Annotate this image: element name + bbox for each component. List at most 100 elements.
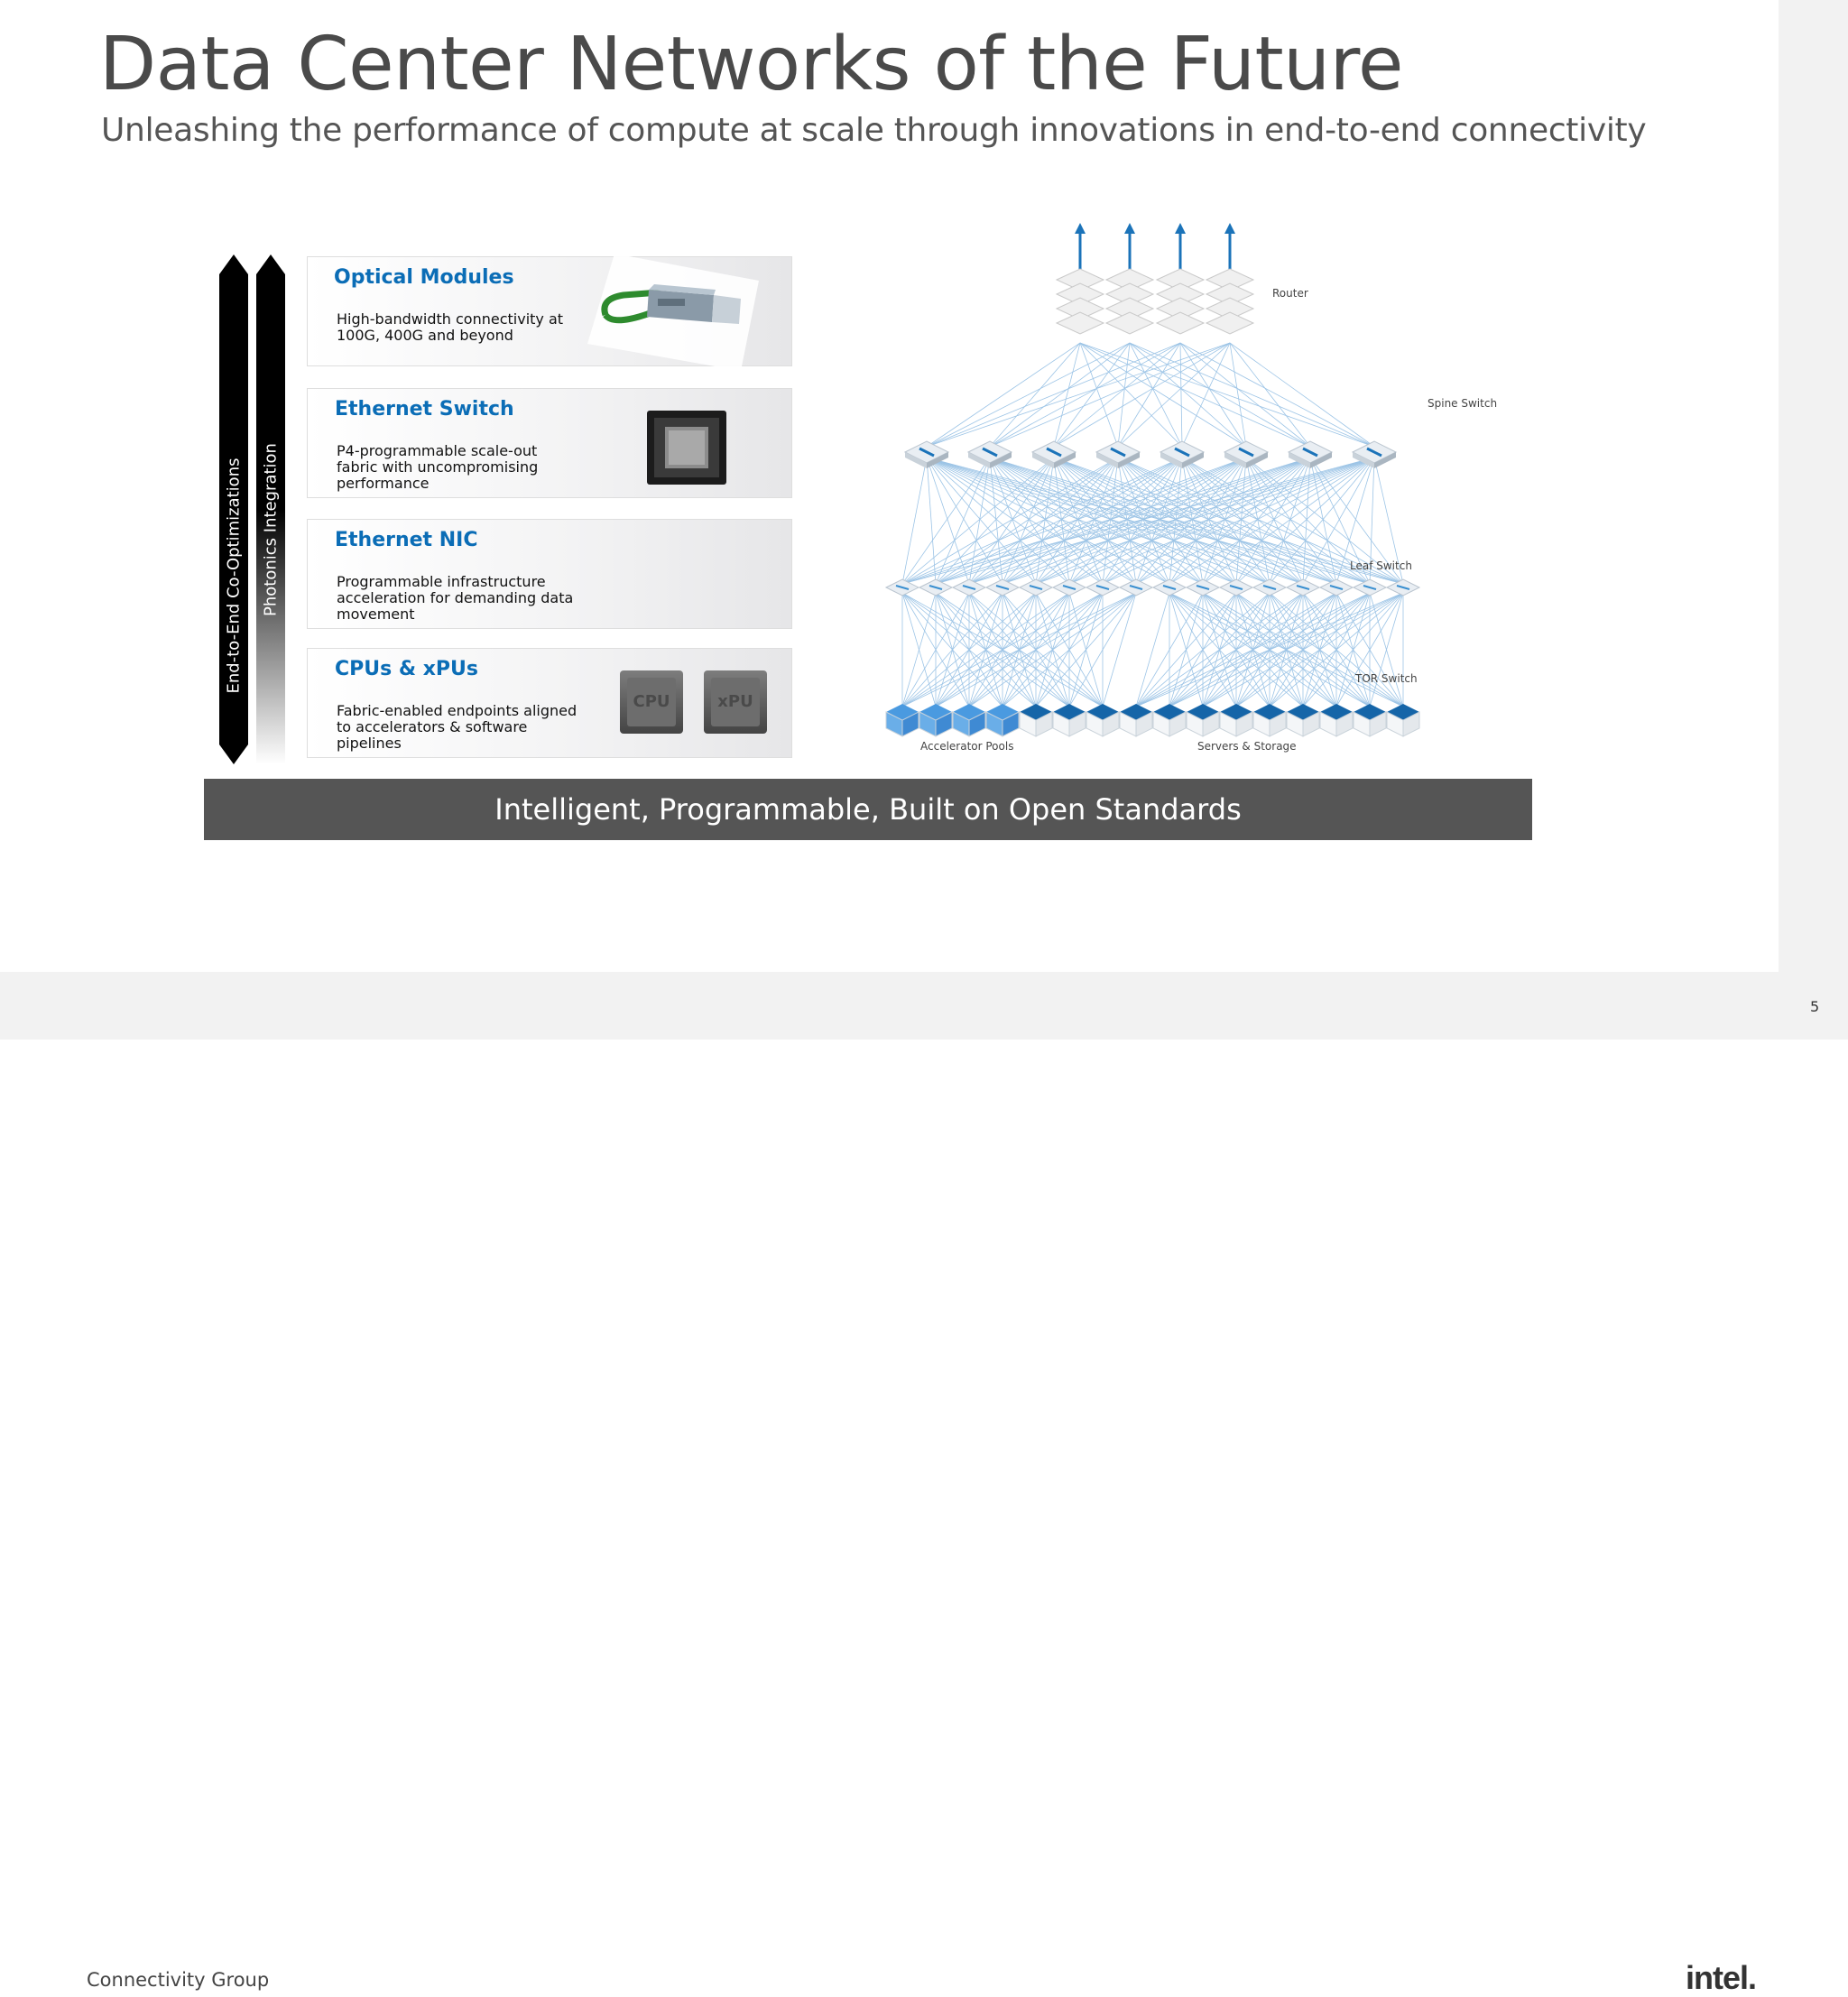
spine-switch-side	[1224, 452, 1246, 468]
spine-switch-arrow	[1110, 447, 1126, 458]
co-optimization-bar: End-to-End Co-Optimizations	[219, 254, 248, 764]
link-lines	[901, 342, 1404, 707]
spine-switch-side	[1289, 452, 1310, 468]
spine-switch-side	[1310, 452, 1332, 468]
spine-switch-arrow	[1238, 447, 1254, 458]
card-ethernet-switch: Ethernet Switch P4-programmable scale-ou…	[307, 388, 792, 498]
rack-side	[1102, 711, 1120, 737]
leaf-switch-mark	[1396, 585, 1410, 590]
spine-switch-side	[968, 452, 990, 468]
xpu-chip-label: xPU	[711, 678, 760, 726]
card-description: Programmable infrastructure acceleration…	[337, 573, 574, 623]
photonics-bar: Photonics Integration	[256, 254, 285, 764]
leaf-switch-mark	[1196, 585, 1210, 590]
rack-side	[1169, 711, 1187, 737]
rack-side	[1035, 711, 1053, 737]
tor-switch-label: TOR Switch	[1355, 672, 1418, 685]
spine-switch-arrow	[1174, 447, 1190, 458]
spine-switch-side	[990, 452, 1012, 468]
leaf-switch-mark	[1262, 585, 1277, 590]
switch-chip-icon	[647, 411, 726, 485]
optical-module-icon	[587, 254, 759, 371]
spine-switch-side	[1353, 452, 1374, 468]
spine-switch-side	[1096, 452, 1118, 468]
card-title: Ethernet Switch	[335, 398, 514, 421]
page-number: 5	[1810, 998, 1820, 1015]
spine-switch-arrow	[1302, 447, 1318, 458]
spine-switch-label: Spine Switch	[1428, 397, 1498, 410]
uplink-arrow-head	[1175, 223, 1186, 234]
rack-side	[901, 711, 919, 737]
rack-side	[1235, 711, 1253, 737]
router-node	[1055, 311, 1105, 335]
cpu-chip-label: CPU	[627, 678, 676, 726]
spine-switch-side	[1374, 452, 1396, 468]
servers-storage-label: Servers & Storage	[1197, 740, 1297, 753]
spine-switch-arrow	[982, 447, 998, 458]
rack-side	[1002, 711, 1020, 737]
cpu-chip-icon: CPU	[620, 670, 683, 734]
leaf-switch-mark	[995, 585, 1010, 590]
leaf-switch-mark	[895, 585, 910, 590]
uplink-arrow-head	[1124, 223, 1135, 234]
rack-side	[1335, 711, 1354, 737]
leaf-switch-mark	[962, 585, 976, 590]
leaf-switch-mark	[929, 585, 943, 590]
slide: Data Center Networks of the Future Unlea…	[0, 0, 1779, 972]
spine-switch-side	[1032, 452, 1054, 468]
card-cpus-xpus: CPUs & xPUs Fabric-enabled endpoints ali…	[307, 648, 792, 758]
leaf-switch-mark	[1329, 585, 1344, 590]
network-topology-graphic	[884, 223, 1421, 737]
page-subtitle: Unleashing the performance of compute at…	[101, 112, 1647, 149]
spine-switch-side	[1054, 452, 1076, 468]
rack-side	[968, 711, 986, 737]
rack-side	[1202, 711, 1220, 737]
leaf-switch-mark	[1363, 585, 1377, 590]
card-description: High-bandwidth connectivity at 100G, 400…	[337, 310, 564, 344]
spine-switch-side	[1246, 452, 1268, 468]
leaf-switch-mark	[1095, 585, 1110, 590]
spine-switch-side	[1118, 452, 1140, 468]
card-title: Optical Modules	[334, 266, 514, 289]
uplink-arrow-head	[1224, 223, 1235, 234]
router-node	[1155, 311, 1206, 335]
right-margin-strip	[1779, 0, 1848, 1040]
rack-side	[1369, 711, 1387, 737]
router-node	[1104, 311, 1155, 335]
router-node	[1205, 311, 1255, 335]
spine-switch-arrow	[1366, 447, 1382, 458]
rack-side	[1135, 711, 1153, 737]
rack-side	[1402, 711, 1420, 737]
spine-switch-side	[905, 452, 927, 468]
leaf-switch-mark	[1162, 585, 1177, 590]
network-topology-diagram: Router Spine Switch Leaf Switch TOR Swit…	[866, 221, 1534, 763]
card-description: Fabric-enabled endpoints aligned to acce…	[337, 702, 578, 752]
router-label: Router	[1272, 287, 1308, 300]
card-description: P4-programmable scale-out fabric with un…	[337, 442, 539, 492]
card-title: Ethernet NIC	[335, 529, 478, 551]
accelerator-pools-label: Accelerator Pools	[920, 740, 1014, 753]
rack-side	[1068, 711, 1086, 737]
leaf-switch-label: Leaf Switch	[1350, 559, 1412, 572]
leaf-switch-mark	[1296, 585, 1310, 590]
card-title: CPUs & xPUs	[335, 658, 479, 680]
footer-group-name: Connectivity Group	[87, 1969, 270, 1991]
spine-switch-side	[927, 452, 948, 468]
xpu-chip-icon: xPU	[704, 670, 767, 734]
card-ethernet-nic: Ethernet NIC Programmable infrastructure…	[307, 519, 792, 629]
rack-side	[1302, 711, 1320, 737]
leaf-switch-mark	[1229, 585, 1243, 590]
photonics-label: Photonics Integration	[261, 443, 281, 617]
tagline-banner: Intelligent, Programmable, Built on Open…	[204, 779, 1532, 840]
spine-switch-arrow	[1046, 447, 1062, 458]
leaf-switch-mark	[1029, 585, 1043, 590]
rack-side	[935, 711, 953, 737]
leaf-switch-mark	[1062, 585, 1076, 590]
co-optimization-label: End-to-End Co-Optimizations	[224, 458, 244, 694]
spine-switch-side	[1182, 452, 1204, 468]
card-optical-modules: Optical Modules High-bandwidth connectiv…	[307, 254, 792, 371]
page-title: Data Center Networks of the Future	[99, 22, 1403, 107]
footer: Connectivity Group intel.	[0, 972, 1779, 1996]
leaf-switch-mark	[1129, 585, 1143, 590]
intel-logo: intel.	[1686, 1959, 1757, 1996]
